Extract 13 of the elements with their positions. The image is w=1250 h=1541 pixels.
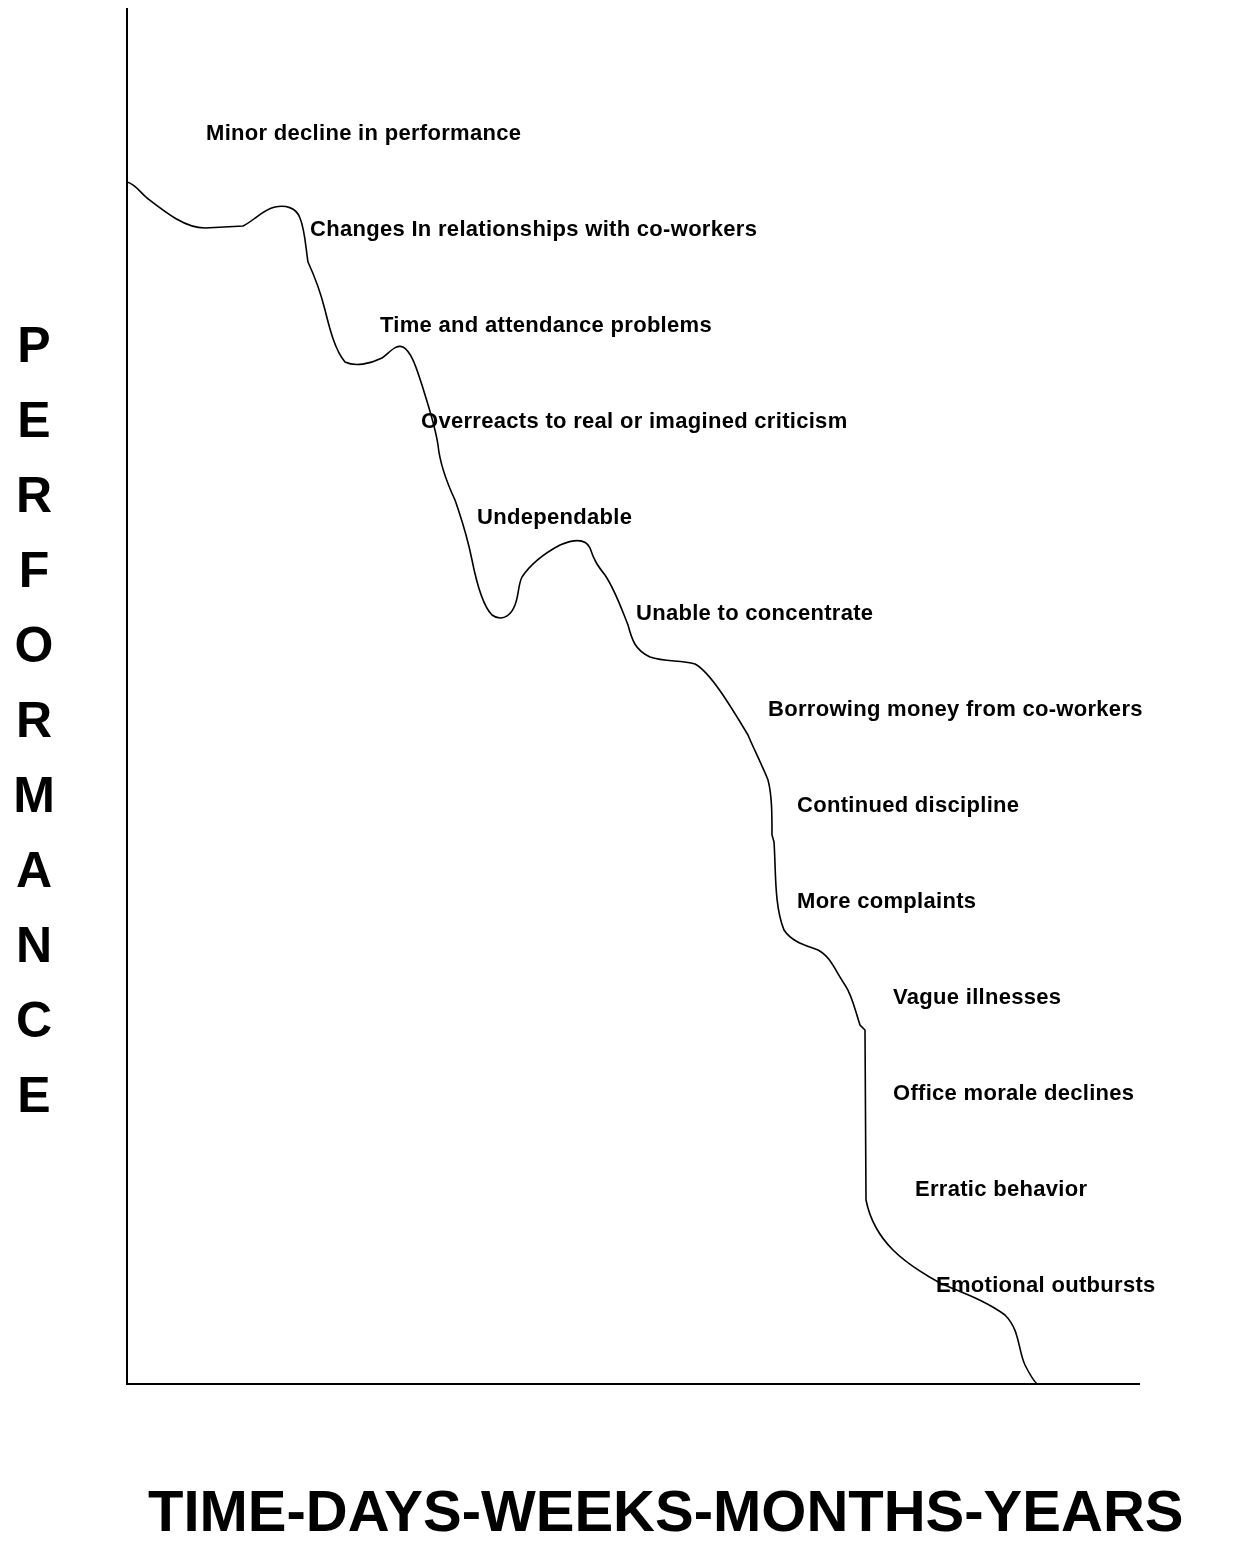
symptom-label: Unable to concentrate	[636, 600, 874, 626]
symptom-label: Time and attendance problems	[380, 312, 712, 338]
symptom-label: Office morale declines	[893, 1080, 1135, 1106]
x-axis-title: TIME-DAYS-WEEKS-MONTHS-YEARS	[148, 1478, 1184, 1541]
symptom-label: Changes In relationships with co-workers	[310, 216, 758, 242]
symptom-label: Erratic behavior	[915, 1176, 1088, 1202]
symptom-label: Minor decline in performance	[206, 120, 522, 146]
y-axis-title: PERFORMANCE	[12, 316, 56, 1125]
symptom-label: Borrowing money from co-workers	[768, 696, 1143, 722]
symptom-label: More complaints	[797, 888, 977, 914]
symptom-label: Vague illnesses	[893, 984, 1062, 1010]
symptom-label: Continued discipline	[797, 792, 1020, 818]
symptom-label: Undependable	[477, 504, 633, 530]
